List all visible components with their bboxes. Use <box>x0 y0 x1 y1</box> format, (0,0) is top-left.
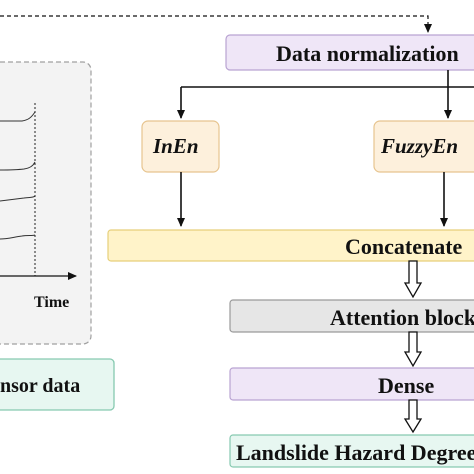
sensor-trace-4 <box>0 234 36 240</box>
attention-block-box[interactable] <box>229 299 474 333</box>
attention-block-label: Attention block <box>330 305 474 330</box>
concatenate-label: Concatenate <box>345 234 463 259</box>
fuzzyen-box[interactable] <box>373 120 474 173</box>
hollow-arrow-dense-to-output <box>403 399 423 434</box>
input-connector <box>0 15 432 33</box>
x-axis-label: Time <box>34 294 69 311</box>
sensor-trace-2 <box>0 161 36 171</box>
data-normalization-label: Data normalization <box>276 41 459 66</box>
dense-label: Dense <box>378 373 434 398</box>
sensor-trace-3 <box>0 195 36 202</box>
hollow-arrow-concat-to-attention <box>403 260 423 299</box>
inen-label: InEn <box>152 134 199 158</box>
fuzzyen-label: FuzzyEn <box>380 134 458 158</box>
branch-connector <box>181 70 474 88</box>
sensor-data-box[interactable] <box>0 358 115 411</box>
hollow-arrow-attention-to-dense <box>403 331 423 368</box>
sensor-trace-1 <box>0 111 36 122</box>
landslide-hazard-degree-box[interactable] <box>229 434 474 468</box>
concatenate-box[interactable] <box>107 229 474 262</box>
sensor-data-label: Sensor data <box>0 375 80 397</box>
data-normalization-box[interactable] <box>225 34 474 71</box>
landslide-hazard-degree-label: Landslide Hazard Degree <box>236 440 474 465</box>
dense-box[interactable] <box>229 367 474 401</box>
